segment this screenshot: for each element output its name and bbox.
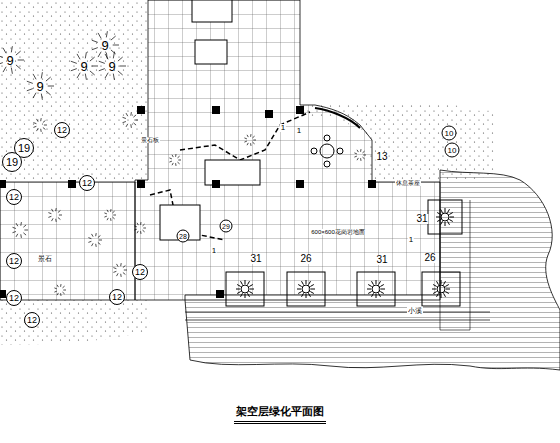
callout-number: 12: [24, 312, 40, 328]
timber-deck: [185, 170, 560, 370]
tree-symbol: [104, 209, 116, 221]
granite-paving: [0, 182, 135, 300]
plan-label: 13: [375, 152, 388, 162]
plan-label: 1: [280, 124, 286, 132]
callout-number: 10: [442, 126, 457, 141]
tree-symbol: [54, 284, 66, 296]
planter-tree: [436, 208, 454, 226]
plan-label: 26: [423, 253, 436, 263]
columns: [0, 106, 376, 298]
planter-tree: [372, 285, 380, 293]
plan-label: 31: [415, 214, 428, 224]
plan-label: 景石: [37, 255, 53, 262]
planter-tree: [302, 285, 310, 293]
plan-label: 9: [100, 39, 109, 52]
callout-number: 28: [177, 230, 190, 243]
planter-tree: [441, 213, 449, 221]
plan-label: 1: [408, 236, 414, 244]
planter-tree: [432, 280, 450, 298]
stone-edge: [150, 112, 310, 240]
callout-number: 12: [6, 189, 22, 205]
plan-label: 600×600花岗岩地面: [310, 229, 366, 235]
callout-number: 10: [445, 143, 460, 158]
tree-symbol: [13, 222, 29, 238]
plan-label: 1: [296, 127, 302, 135]
plan-label: 31: [375, 255, 388, 265]
tree-symbol: [99, 52, 126, 80]
plan-label: 9: [107, 60, 116, 73]
planter-tree: [241, 285, 249, 293]
plan-label: 1: [211, 247, 217, 255]
tree-symbol: [71, 52, 98, 80]
plan-label: 9: [79, 60, 88, 73]
callout-number: 12: [132, 264, 148, 280]
plan-label: 休息茶座: [395, 180, 421, 186]
planter-tree: [236, 280, 254, 298]
plan-label: 26: [299, 254, 312, 264]
opening: [192, 0, 232, 22]
planters: [226, 200, 470, 330]
planting-area: [0, 300, 150, 345]
tree-symbol: [169, 154, 181, 166]
tree-symbols: [0, 31, 366, 296]
tree-symbol: [88, 233, 102, 247]
granite-paving: [135, 0, 440, 300]
table-set: [311, 135, 343, 167]
planting-area: [0, 0, 148, 180]
callout-number: 12: [54, 122, 70, 138]
plan-label: 9: [5, 54, 14, 67]
plan-label: 景石板: [140, 137, 160, 143]
callout-number: 12: [109, 289, 125, 305]
planter-tree: [437, 285, 445, 293]
tree-symbol: [48, 208, 62, 222]
opening: [195, 40, 227, 64]
curb: [315, 108, 360, 128]
callout-number: 12: [6, 253, 22, 269]
plan-label: 9: [35, 80, 44, 93]
planter-tree: [367, 280, 385, 298]
callout-number: 12: [6, 290, 22, 306]
tree-symbol: [0, 46, 24, 74]
callout-number: 19: [2, 152, 22, 172]
plan-label: 小溪: [407, 307, 423, 314]
tree-symbol: [354, 149, 366, 161]
callout-number: 12: [79, 175, 95, 191]
drawing-title: 架空层绿化平面图: [234, 404, 326, 424]
tree-symbol: [27, 72, 54, 100]
tree-symbol: [33, 118, 47, 132]
tree-symbol: [134, 222, 146, 234]
tree-symbol: [123, 112, 139, 128]
planter-tree: [297, 280, 315, 298]
callout-number: 29: [220, 220, 233, 233]
tree-symbol: [244, 134, 256, 146]
tree-symbol: [113, 263, 127, 277]
stream-edge: [185, 312, 490, 320]
plan-label: 31: [249, 254, 262, 264]
